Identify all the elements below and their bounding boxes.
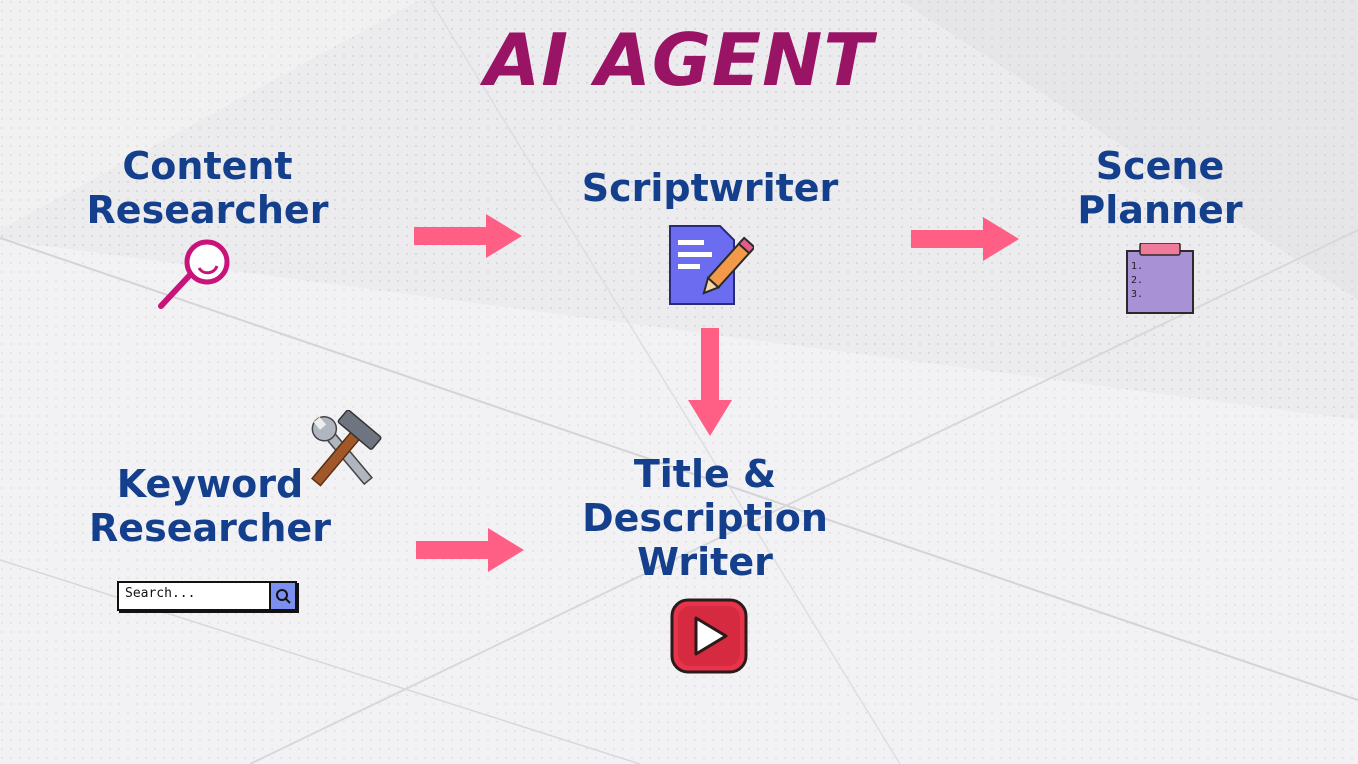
keyword-researcher-label: Keyword Researcher — [89, 462, 331, 550]
page-title: AI AGENT — [484, 18, 874, 102]
search-placeholder: Search... — [125, 586, 196, 601]
document-pencil-icon — [669, 225, 754, 305]
search-input[interactable]: Search... — [117, 581, 297, 611]
arrow-content-to-scriptwriter — [414, 214, 522, 258]
arrow-scriptwriter-to-scene-planner — [911, 217, 1019, 261]
arrow-keyword-to-title-writer — [416, 528, 524, 572]
content-researcher-label: Content Researcher — [86, 144, 329, 232]
search-icon — [276, 589, 291, 604]
scene-planner-label: Scene Planner — [1077, 144, 1243, 232]
scriptwriter-label: Scriptwriter — [581, 166, 839, 210]
hammer-wrench-icon — [310, 410, 382, 487]
title-description-writer-label: Title & Description Writer — [582, 452, 828, 584]
clipboard-list-icon: 1. 2. 3. — [1125, 243, 1195, 315]
checklist-item: 2. — [1131, 275, 1144, 286]
checklist-item: 3. — [1131, 289, 1144, 300]
magnifier-icon — [158, 239, 230, 309]
search-button[interactable] — [269, 583, 295, 609]
checklist-item: 1. — [1131, 261, 1144, 272]
play-button-icon — [670, 598, 748, 674]
arrow-scriptwriter-to-title-writer — [688, 328, 732, 436]
